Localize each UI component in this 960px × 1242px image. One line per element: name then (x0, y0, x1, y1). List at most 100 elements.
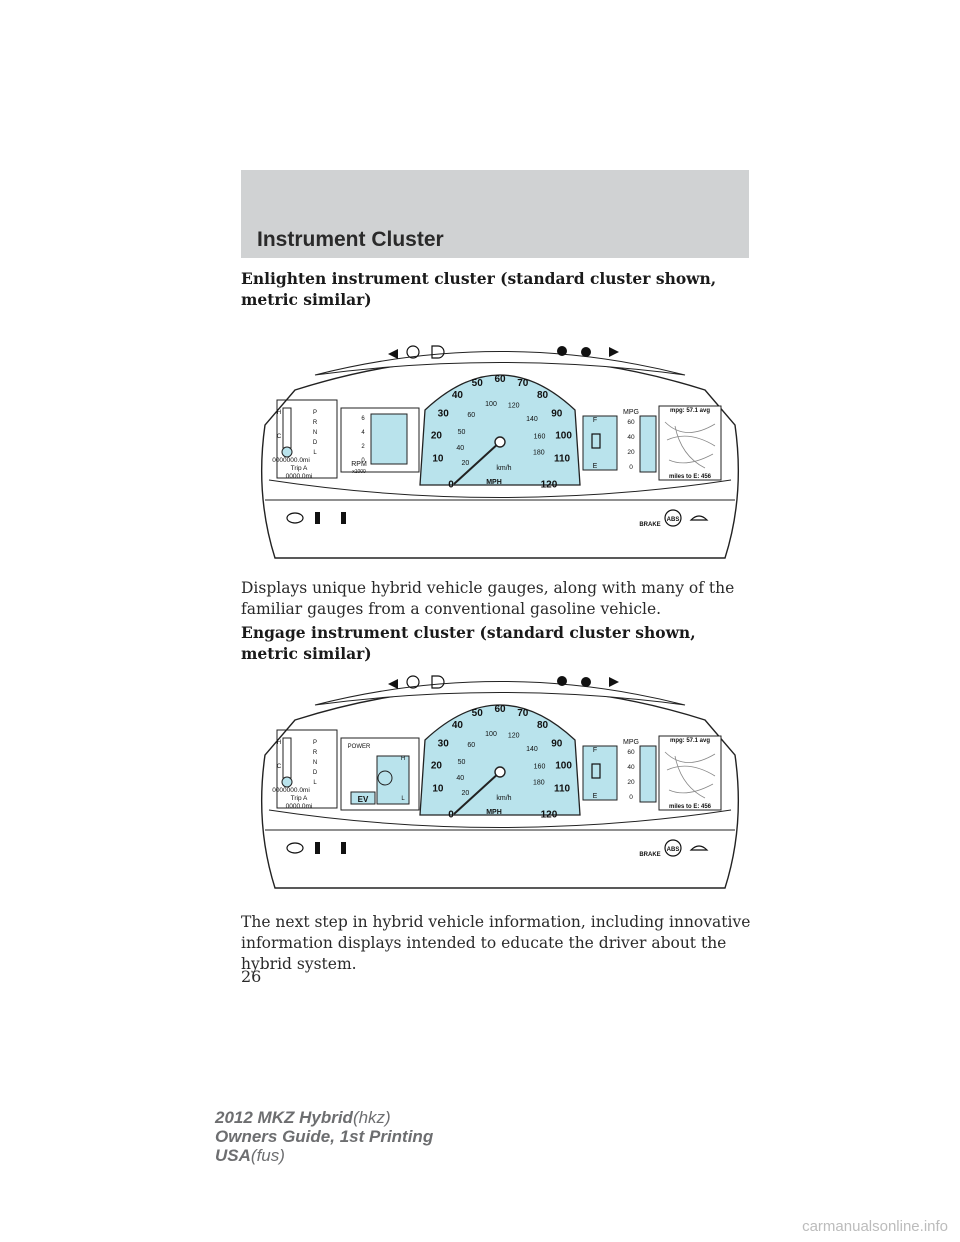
check-engine-icon (286, 512, 304, 524)
speedometer-dial (419, 704, 581, 816)
gear-letter-N: N (313, 430, 317, 436)
gear-letter-R: R (313, 750, 318, 756)
mpg-label: MPG (623, 409, 639, 416)
bottom-ledge (268, 479, 732, 498)
abs-warning-label: ABS (667, 517, 680, 523)
kmh-label-20: 20 (461, 790, 469, 797)
document-footer: 2012 MKZ Hybrid(hkz) Owners Guide, 1st P… (215, 1108, 433, 1165)
miles-to-empty-readout: miles to E: 456 (669, 474, 712, 480)
needle-hub (494, 766, 506, 778)
section-header-bar: Instrument Cluster (241, 170, 749, 258)
mph-label-100: 100 (555, 431, 572, 442)
info-display-graphic (664, 421, 716, 469)
gear-letter-N: N (313, 760, 317, 766)
rpm-tick-4: 4 (361, 430, 365, 436)
gear-letter-P: P (313, 740, 317, 746)
fuel-full-label: F (593, 747, 597, 754)
speedometer-dial (419, 374, 581, 486)
gear-letter-D: D (313, 770, 318, 776)
rpm-label: RPM (351, 461, 367, 468)
needle-hub (494, 436, 506, 448)
kmh-label-50: 50 (458, 429, 466, 436)
kmh-label-60: 60 (467, 412, 475, 419)
footer-guide: Owners Guide, 1st Printing (215, 1127, 434, 1146)
kmh-label-120: 120 (508, 402, 520, 409)
mpg-tick-60: 60 (627, 419, 635, 426)
traction-control-icon (315, 512, 320, 524)
kmh-label-160: 160 (534, 434, 546, 441)
gear-letter-L: L (313, 450, 317, 456)
speedometer-needle (453, 441, 501, 485)
fuel-empty-label: E (593, 463, 598, 470)
mph-label-40: 40 (452, 390, 464, 401)
gear-letter-L: L (313, 780, 317, 786)
fuel-pump-icon (591, 763, 601, 779)
rpm-tick-2: 2 (361, 444, 365, 450)
mpg-bar (639, 415, 657, 473)
temperature-bar (282, 737, 292, 779)
temperature-bulb (281, 776, 293, 788)
kmh-label-180: 180 (533, 450, 545, 457)
mpg-average-readout: mpg: 57.1 avg (670, 738, 710, 744)
enlighten-cluster-heading: Enlighten instrument cluster (standard c… (241, 269, 717, 309)
headlamp-icon (431, 675, 445, 689)
brake-warning-label: BRAKE (639, 852, 660, 858)
seatbelt-icon (557, 676, 567, 686)
right-turn-arrow-icon (609, 677, 619, 687)
kmh-label-140: 140 (526, 746, 538, 753)
footer-model-code: (hkz) (352, 1108, 391, 1127)
temp-hot-label: H (277, 410, 281, 416)
power-gauge-panel (340, 737, 420, 811)
mph-label-80: 80 (537, 390, 549, 401)
trip-readout: 0000.0mi (286, 473, 313, 480)
temp-cold-label: C (277, 764, 282, 770)
right-turn-arrow-icon (609, 347, 619, 357)
mph-label-70: 70 (517, 378, 529, 389)
mph-label-0: 0 (448, 479, 454, 490)
left-turn-arrow-icon (388, 679, 398, 689)
trip-label: Trip A (291, 465, 308, 472)
power-label: POWER (348, 744, 371, 750)
tire-pressure-warning-icon (406, 345, 420, 359)
trip-label: Trip A (291, 795, 308, 802)
mph-label-70: 70 (517, 708, 529, 719)
mph-label-90: 90 (551, 408, 563, 419)
mph-label-110: 110 (554, 784, 571, 795)
brake-warning-label: BRAKE (639, 522, 660, 528)
mpg-label: MPG (623, 739, 639, 746)
kmh-label-120: 120 (508, 732, 520, 739)
left-gauge-panel (276, 399, 338, 479)
mpg-tick-40: 40 (627, 764, 635, 771)
miles-to-empty-readout: miles to E: 456 (669, 804, 712, 810)
battery-high-label: H (401, 756, 405, 762)
temperature-bar (282, 407, 292, 449)
kmh-label-180: 180 (533, 780, 545, 787)
odometer-readout: 0000000.0mi (272, 457, 310, 464)
mph-label-30: 30 (438, 738, 450, 749)
mph-label-10: 10 (432, 454, 444, 465)
left-turn-arrow-icon (388, 349, 398, 359)
kmh-label-140: 140 (526, 416, 538, 423)
section-title: Instrument Cluster (257, 228, 444, 251)
mpg-tick-20: 20 (627, 449, 635, 456)
odometer-readout: 0000000.0mi (272, 787, 310, 794)
page-number: 26 (241, 967, 262, 986)
battery-charge-gauge (370, 413, 408, 465)
mpg-tick-40: 40 (627, 434, 635, 441)
car-warning-icon (689, 515, 709, 521)
mph-label-20: 20 (431, 431, 443, 442)
mph-label-90: 90 (551, 738, 563, 749)
engage-cluster-heading: Engage instrument cluster (standard clus… (241, 623, 696, 663)
kmh-unit: km/h (496, 795, 511, 802)
kmh-label-100: 100 (485, 401, 497, 408)
ev-indicator-box (350, 791, 376, 805)
airbag-icon (581, 677, 591, 687)
kmh-label-50: 50 (458, 759, 466, 766)
mpg-average-readout: mpg: 57.1 avg (670, 408, 710, 414)
abs-warning-icon (664, 839, 682, 857)
check-engine-icon (286, 842, 304, 854)
mph-label-60: 60 (494, 374, 506, 385)
mph-label-50: 50 (472, 708, 484, 719)
temp-hot-label: H (277, 740, 281, 746)
